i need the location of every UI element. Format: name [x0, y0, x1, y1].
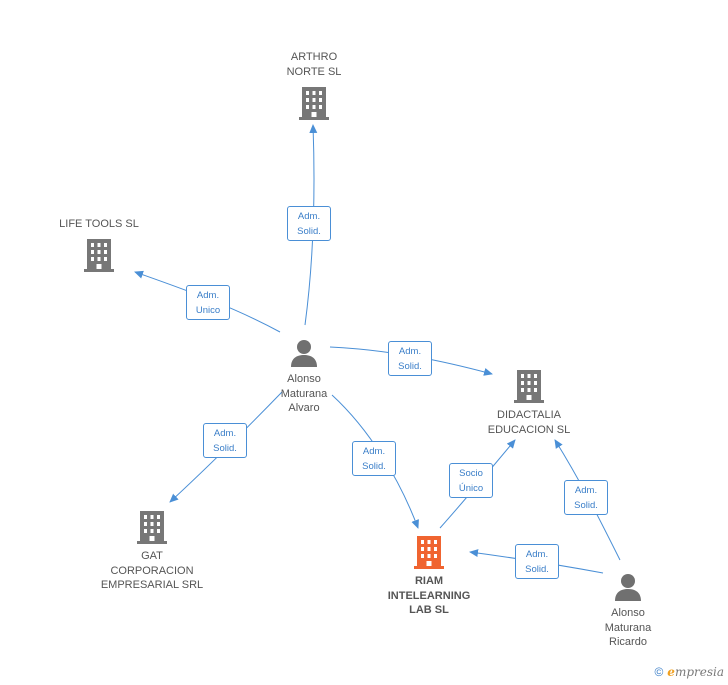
node-label: DIDACTALIA EDUCACION SL [487, 409, 571, 436]
node-label: Alonso Maturana Ricardo [604, 607, 652, 648]
node-arthro[interactable]: ARTHRO NORTE SL [264, 50, 364, 121]
node-label: RIAM INTELEARNING LAB SL [387, 575, 471, 616]
brand-initial: e [667, 665, 675, 679]
brand-logo: ©empresia [654, 665, 724, 679]
building-icon [137, 511, 167, 544]
person-icon [291, 340, 317, 367]
node-label: Alonso Maturana Alvaro [280, 373, 328, 414]
edge-label-ricardo-riam[interactable]: Adm. Solid. [515, 544, 559, 579]
node-riam[interactable]: RIAM INTELEARNING LAB SL [374, 534, 484, 618]
node-label: LIFE TOOLS SL [59, 218, 139, 230]
edge-label-ricardo-didactalia[interactable]: Adm. Solid. [564, 480, 608, 515]
building-icon [414, 536, 444, 569]
building-icon [299, 87, 329, 120]
node-didactalia[interactable]: DIDACTALIA EDUCACION SL [474, 368, 584, 437]
edge-label-alvaro-didactalia[interactable]: Adm. Solid. [388, 341, 432, 376]
node-lifetools[interactable]: LIFE TOOLS SL [44, 217, 154, 273]
node-label: ARTHRO NORTE SL [286, 51, 342, 78]
brand-name: mpresia [674, 665, 724, 679]
edge-label-alvaro-gat[interactable]: Adm. Solid. [203, 423, 247, 458]
node-gat[interactable]: GAT CORPORACION EMPRESARIAL SRL [92, 509, 212, 593]
edge-label-riam-didactalia[interactable]: Socio Único [449, 463, 493, 498]
node-label: GAT CORPORACION EMPRESARIAL SRL [100, 550, 204, 591]
node-ricardo[interactable]: Alonso Maturana Ricardo [588, 572, 668, 650]
edge-label-alvaro-arthro[interactable]: Adm. Solid. [287, 206, 331, 241]
edge-label-alvaro-riam[interactable]: Adm. Solid. [352, 441, 396, 476]
edge-label-alvaro-lifetools[interactable]: Adm. Unico [186, 285, 230, 320]
node-alvaro[interactable]: Alonso Maturana Alvaro [264, 338, 344, 416]
person-icon [615, 574, 641, 601]
building-icon [84, 238, 114, 272]
copyright-symbol: © [654, 665, 664, 679]
building-icon [514, 370, 544, 403]
